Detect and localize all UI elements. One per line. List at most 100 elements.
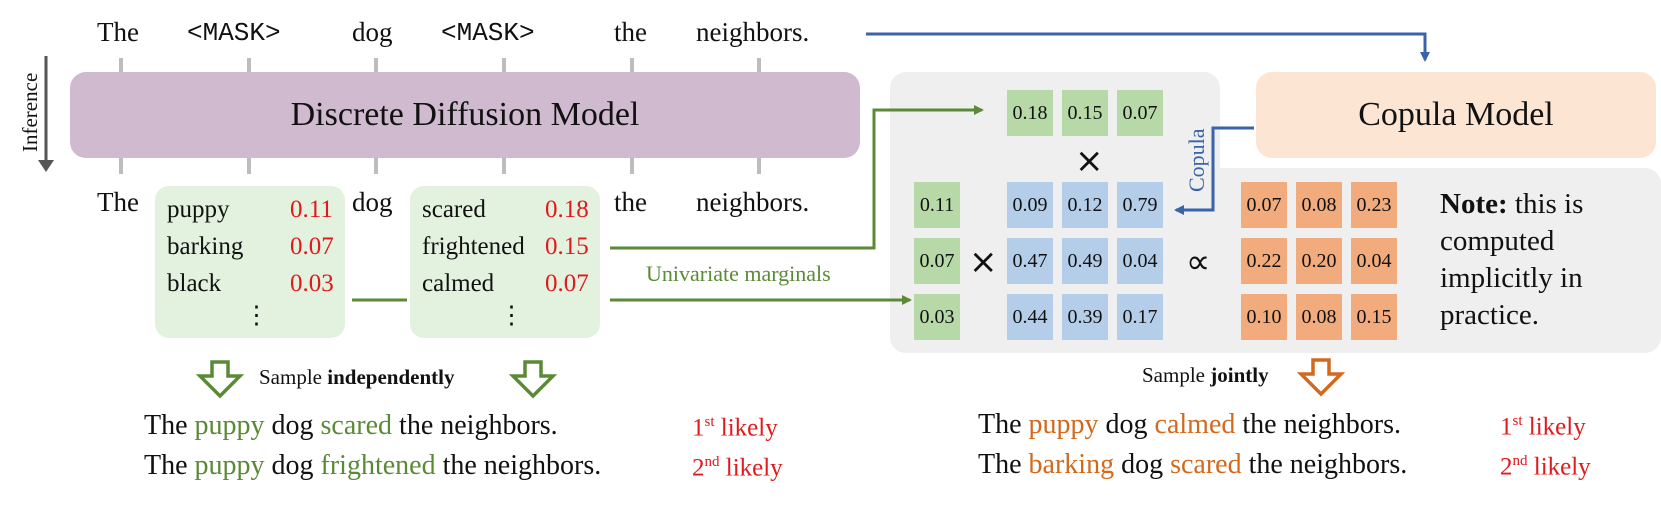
candidate-1-ellipsis: ⋮ xyxy=(244,302,269,329)
joint-sample-2: The barking dog scared the neighbors. xyxy=(978,449,1407,481)
copula-to-matrix-arrow xyxy=(1174,126,1254,215)
candidate-2-word-2: frightened xyxy=(422,233,525,260)
inference-label: Inference xyxy=(18,72,42,152)
rank-suffix: nd xyxy=(704,454,720,470)
note-body: this is computed implicitly in practice. xyxy=(1440,188,1584,331)
rank-text: likely xyxy=(1522,413,1586,441)
output-token-3: dog xyxy=(352,187,393,217)
orange-cell-1-1: 0.07 xyxy=(1241,182,1287,228)
propto-symbol: ∝ xyxy=(1186,242,1211,282)
joint-rank-2: 2nd likely xyxy=(1500,453,1591,481)
input-token-6: neighbors. xyxy=(696,17,810,47)
copula-arrow-label: Copula xyxy=(1184,128,1209,192)
rank-suffix: nd xyxy=(1512,453,1528,469)
candidate-2-prob-1: 0.18 xyxy=(545,196,589,223)
blue-cell-2-3: 0.04 xyxy=(1117,238,1163,284)
note-bold: Note: xyxy=(1440,188,1508,220)
tick-bottom-5 xyxy=(630,158,634,174)
rank-text: likely xyxy=(719,454,783,482)
sample-jointly-prefix: Sample xyxy=(1142,363,1211,387)
candidate-2-prob-2: 0.15 xyxy=(545,233,589,260)
sample-word-highlight: puppy xyxy=(194,450,265,481)
tick-top-6 xyxy=(757,58,761,74)
rank-text: likely xyxy=(1527,453,1591,481)
input-token-mask-2: <MASK> xyxy=(441,18,535,48)
candidate-1-word-3: black xyxy=(167,270,222,297)
output-token-5: the xyxy=(614,187,647,217)
independent-sample-2: The puppy dog frightened the neighbors. xyxy=(144,450,601,482)
sample-word-highlight: frightened xyxy=(320,450,436,481)
blue-cell-2-2: 0.49 xyxy=(1062,238,1108,284)
sample-word: dog xyxy=(1098,409,1155,440)
sample-down-arrow-joint xyxy=(1296,358,1346,397)
sample-word-highlight: puppy xyxy=(1028,409,1099,440)
sample-word: the neighbors. xyxy=(435,450,602,481)
sample-word: dog xyxy=(1114,449,1171,480)
sample-word: The xyxy=(144,450,195,481)
tick-top-1 xyxy=(119,58,123,74)
blue-cell-1-3: 0.79 xyxy=(1117,182,1163,228)
sample-word: the neighbors. xyxy=(392,410,558,441)
rank-number: 1 xyxy=(692,414,705,442)
orange-cell-3-1: 0.10 xyxy=(1241,294,1287,340)
sample-word: The xyxy=(144,410,195,441)
left-col-cell-1: 0.11 xyxy=(914,182,960,228)
orange-cell-1-3: 0.23 xyxy=(1351,182,1397,228)
sample-word: dog xyxy=(264,450,321,481)
sample-jointly-bold: jointly xyxy=(1210,363,1269,387)
candidate-2-word-3: calmed xyxy=(422,270,495,297)
candidate-1-prob-3: 0.03 xyxy=(290,270,334,297)
note-text: Note: this is computed implicitly in pra… xyxy=(1440,186,1640,334)
top-row-cell-2: 0.15 xyxy=(1062,90,1108,136)
sample-word-highlight: puppy xyxy=(194,410,265,441)
rank-number: 1 xyxy=(1500,413,1513,441)
orange-cell-1-2: 0.08 xyxy=(1296,182,1342,228)
candidate-2-word-1: scared xyxy=(422,196,486,223)
tick-bottom-3 xyxy=(374,158,378,174)
rank-text: likely xyxy=(714,414,778,442)
tick-bottom-4 xyxy=(502,158,506,174)
output-token-1: The xyxy=(97,187,139,217)
independent-rank-1: 1st likely xyxy=(692,414,778,442)
tick-top-3 xyxy=(374,58,378,74)
sample-independently-label: Sample independently xyxy=(259,365,454,390)
sample-independently-bold: independently xyxy=(327,365,455,389)
blue-cell-3-1: 0.44 xyxy=(1007,294,1053,340)
candidate-box-1 xyxy=(155,186,345,338)
copula-model: Copula Model xyxy=(1256,72,1656,158)
input-token-mask-1: <MASK> xyxy=(187,18,281,48)
orange-cell-2-3: 0.04 xyxy=(1351,238,1397,284)
candidate-box-2 xyxy=(410,186,600,338)
tick-top-5 xyxy=(630,58,634,74)
sample-word-highlight: barking xyxy=(1028,449,1115,480)
candidate-2-prob-3: 0.07 xyxy=(545,270,589,297)
sample-word: the neighbors. xyxy=(1235,409,1402,440)
orange-cell-2-1: 0.22 xyxy=(1241,238,1287,284)
left-col-cell-2: 0.07 xyxy=(914,238,960,284)
orange-cell-3-2: 0.08 xyxy=(1296,294,1342,340)
discrete-diffusion-model: Discrete Diffusion Model xyxy=(70,72,860,158)
top-row-cell-1: 0.18 xyxy=(1007,90,1053,136)
sample-down-arrow-1 xyxy=(195,360,245,399)
times-symbol-left: × xyxy=(969,242,998,282)
sample-word: The xyxy=(978,409,1029,440)
blue-cell-3-2: 0.39 xyxy=(1062,294,1108,340)
tick-top-2 xyxy=(247,58,251,74)
sample-word: dog xyxy=(264,410,321,441)
candidate-2-ellipsis: ⋮ xyxy=(499,302,524,329)
sample-word-highlight: scared xyxy=(320,410,393,441)
candidate-1-prob-1: 0.11 xyxy=(290,196,333,223)
rank-number: 2 xyxy=(692,454,705,482)
sample-word-highlight: scared xyxy=(1170,449,1242,480)
joint-sample-1: The puppy dog calmed the neighbors. xyxy=(978,409,1401,441)
univariate-marginals-label: Univariate marginals xyxy=(646,261,831,286)
blue-cell-1-2: 0.12 xyxy=(1062,182,1108,228)
candidate-1-word-2: barking xyxy=(167,233,244,260)
output-token-6: neighbors. xyxy=(696,187,810,217)
orange-cell-2-2: 0.20 xyxy=(1296,238,1342,284)
input-token-1: The xyxy=(97,17,139,47)
joint-rank-1: 1st likely xyxy=(1500,413,1586,441)
tick-top-4 xyxy=(502,58,506,74)
blue-cell-3-3: 0.17 xyxy=(1117,294,1163,340)
